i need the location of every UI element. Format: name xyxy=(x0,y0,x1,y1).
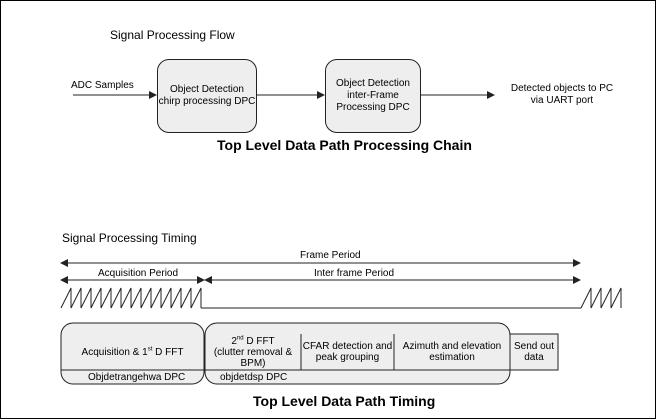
fft2-rest: D FFT xyxy=(243,335,275,347)
adc-samples-label: ADC Samples xyxy=(71,80,134,91)
processing-chain-caption: Top Level Data Path Processing Chain xyxy=(217,137,472,153)
box2-line1: Object Detection xyxy=(336,78,410,89)
chirp-sawtooth-left xyxy=(60,287,202,309)
frame-period-label: Frame Period xyxy=(300,250,361,261)
detected-objects-label: Detected objects to PC via UART port xyxy=(501,83,623,107)
box1-line2: chirp processing DPC xyxy=(158,96,256,107)
inter-frame-period-label: Inter frame Period xyxy=(314,268,395,279)
send-out-stage: Send out data xyxy=(510,334,558,370)
azimuth-line2: estimation xyxy=(429,352,475,363)
dpc1-block xyxy=(60,322,205,385)
dpc1-label: Objdetrangehwa DPC xyxy=(88,372,186,383)
cfar-line1: CFAR detection and xyxy=(302,341,393,352)
acq-sup: st xyxy=(147,346,153,353)
azimuth-line1: Azimuth and elevation xyxy=(402,341,502,352)
box1-line1: Object Detection xyxy=(170,84,244,95)
cfar-stage: CFAR detection and peak grouping xyxy=(301,334,394,370)
timing-caption: Top Level Data Path Timing xyxy=(253,393,436,409)
send-out-box xyxy=(509,333,559,371)
second-fft-stage: 2nd D FFT (clutter removal & BPM) xyxy=(205,331,301,373)
timing-section-title: Signal Processing Timing xyxy=(62,231,197,245)
fft2-sup: nd xyxy=(236,335,244,342)
azimuth-elevation-stage: Azimuth and elevation estimation xyxy=(394,334,510,370)
fft2-num: 2 xyxy=(231,335,237,347)
dpc2-label: objdetdsp DPC xyxy=(220,372,288,383)
output-line1: Detected objects to PC xyxy=(510,83,614,94)
send-line1: Send out xyxy=(513,341,555,352)
acq-text-post: D FFT xyxy=(152,346,184,358)
chirp-processing-dpc-box: Object Detection chirp processing DPC xyxy=(157,59,257,133)
inter-frame-dpc-box: Object Detection inter-Frame Processing … xyxy=(325,59,421,133)
send-line2: data xyxy=(524,352,544,363)
fft2-line2: (clutter removal & xyxy=(213,346,293,358)
acquisition-fft-stage: Acquisition & 1st D FFT xyxy=(61,334,204,370)
chirp-sawtooth-right xyxy=(580,287,622,309)
flow-section-title: Signal Processing Flow xyxy=(110,28,235,42)
cfar-line2: peak grouping xyxy=(315,352,380,363)
box2-line2: inter-Frame xyxy=(347,90,399,101)
acq-text: Acquisition & 1 xyxy=(81,346,148,358)
acquisition-period-label: Acquisition Period xyxy=(98,268,179,279)
output-line2: via UART port xyxy=(530,95,594,106)
fft2-line3: BPM) xyxy=(240,357,266,369)
box2-line3: Processing DPC xyxy=(336,102,410,113)
